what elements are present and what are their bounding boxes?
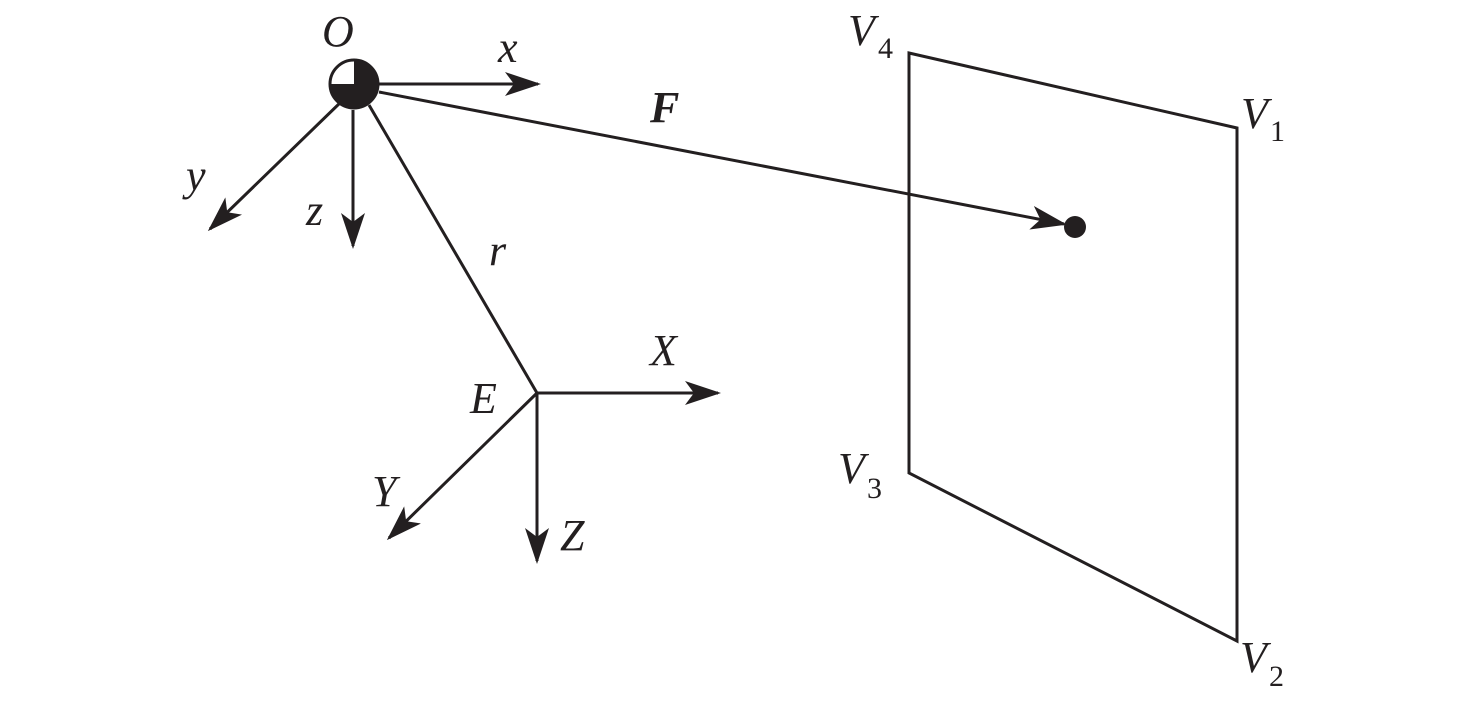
svg-text:3: 3: [867, 472, 882, 505]
panel-quadrilateral: [907, 51, 1239, 644]
earth-origin-label: E: [469, 374, 497, 423]
vertex-label-v2: V 2: [1240, 633, 1284, 693]
svg-text:V: V: [848, 6, 880, 55]
earth-z-axis-label: Z: [560, 511, 585, 560]
earth-x-axis-label: X: [648, 326, 679, 375]
target-point: [1064, 216, 1086, 238]
earth-y-axis-arrow: [386, 391, 539, 541]
z-axis-label: z: [305, 186, 323, 235]
vertex-label-v3: V 3: [838, 444, 882, 505]
x-axis-label: x: [497, 23, 518, 72]
earth-y-axis-label: Y: [372, 467, 401, 516]
position-vector-line: [367, 104, 539, 394]
svg-text:1: 1: [1270, 115, 1285, 148]
force-vector-arrow: [378, 90, 1067, 230]
vertex-label-v1: V 1: [1241, 89, 1285, 148]
svg-text:2: 2: [1269, 660, 1284, 693]
vertex-label-v4: V 4: [848, 6, 893, 65]
origin-label: O: [322, 7, 354, 56]
svg-text:V: V: [1241, 89, 1273, 138]
y-axis-arrow: [207, 98, 345, 232]
center-of-mass-icon: [328, 58, 380, 110]
position-vector-label: r: [489, 226, 507, 275]
svg-text:V: V: [1240, 633, 1272, 682]
svg-text:V: V: [838, 444, 870, 493]
y-axis-label: y: [182, 151, 206, 200]
svg-text:4: 4: [878, 32, 893, 65]
force-label: F: [649, 83, 679, 132]
